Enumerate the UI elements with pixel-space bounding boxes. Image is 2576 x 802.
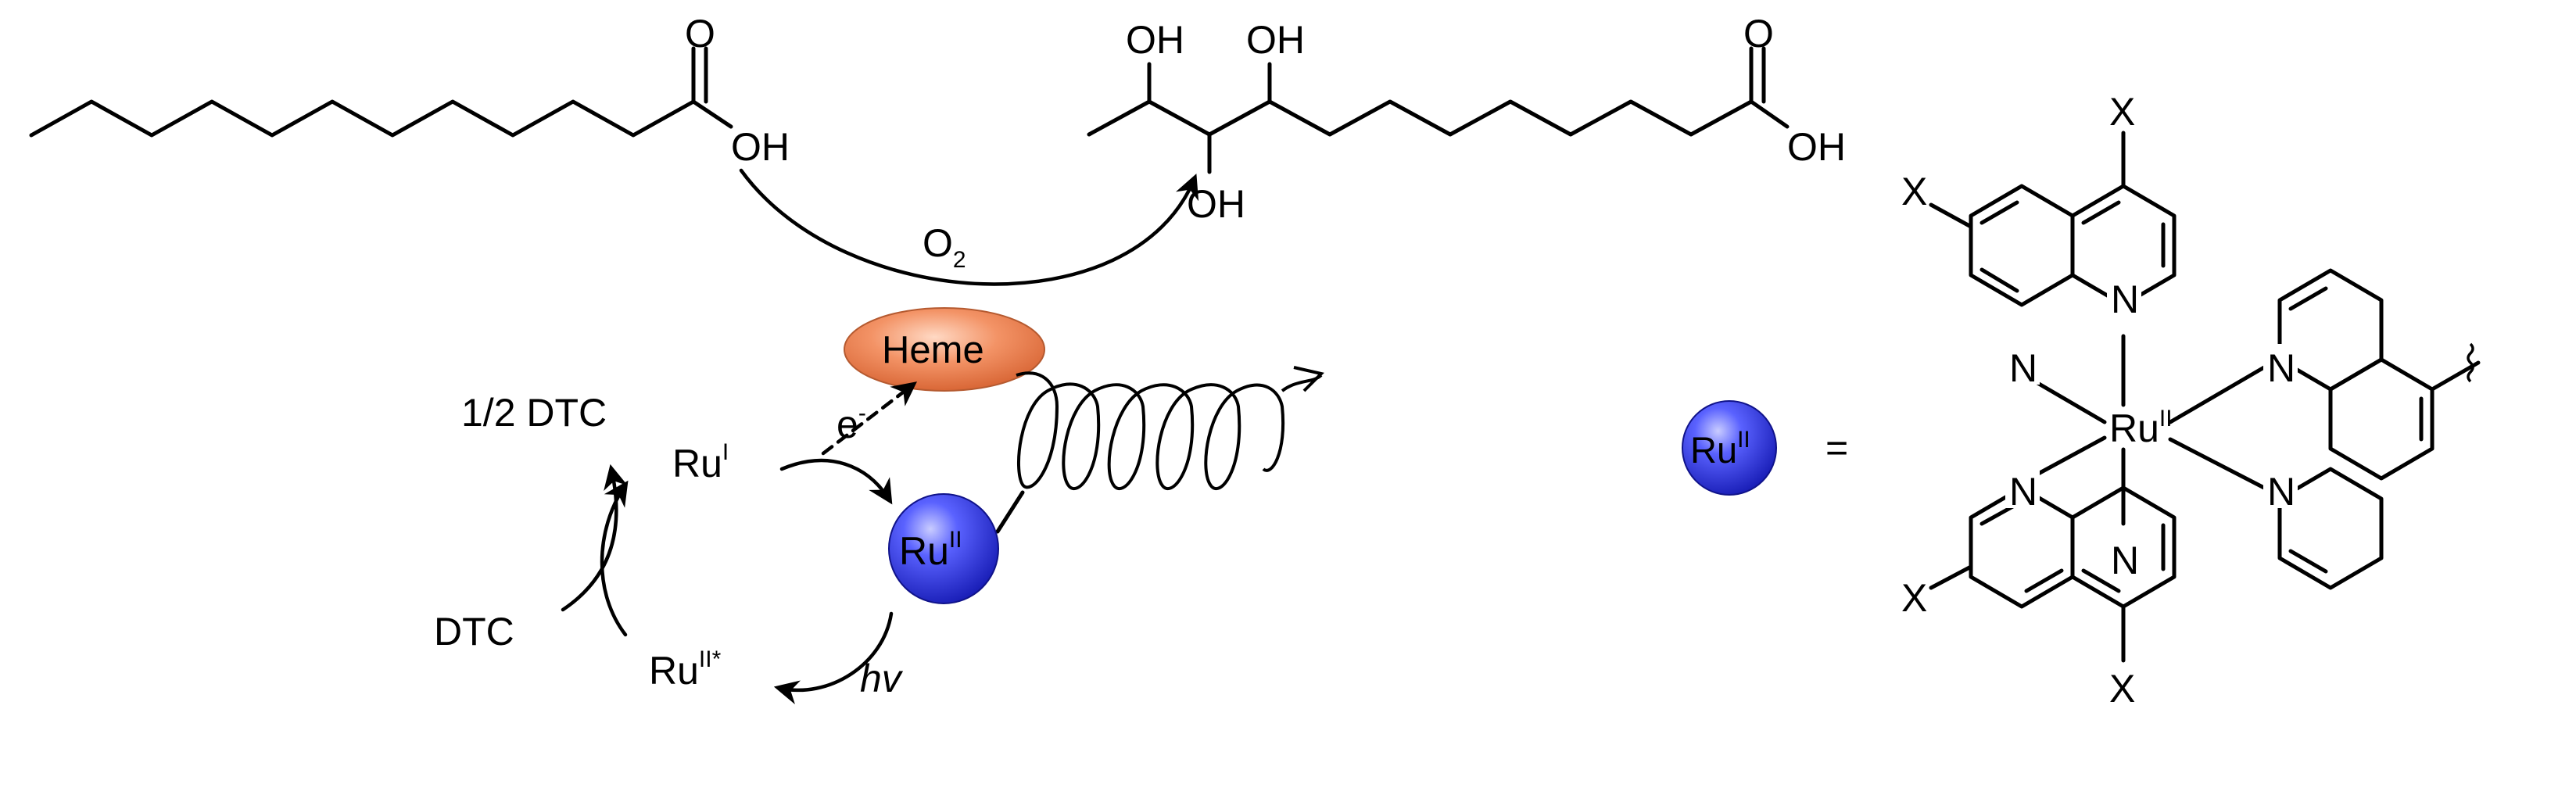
nitrogen-2: N [2009,346,2037,390]
ru-n-bond-lower-right [2168,437,2266,490]
photocycle: 1/2 DTC RuI DTC RuII* hv [434,391,904,705]
dtc-label: DTC [434,610,514,653]
electron-label: e- [837,400,866,446]
helix-coil [1016,371,1285,491]
n2-bg [2005,344,2040,385]
key-ru-label: RuII [1690,427,1750,471]
attachment-point [2467,342,2474,383]
product-chain [1087,99,1754,137]
dbl-d [1979,267,2019,293]
n4-bg [2107,536,2141,577]
x-substituent-left-lower: X [1901,576,1927,620]
dbl-c [1979,200,2019,225]
nitrogen-3: N [2009,470,2037,514]
carbonyl-oxygen: O [685,12,715,55]
dbl-i [2288,286,2328,311]
metal-center: RuII [2109,406,2173,450]
n3-bg [2005,467,2040,508]
x-bond-left-upper [1929,202,1973,229]
x-substituent-top: X [2109,90,2135,134]
electron-transfer: e- [821,381,918,456]
hydroxylated-product: OH OH OH O OH [1087,12,1846,226]
hydroxyl-c3: OH [1246,18,1305,62]
ru-key: RuII = [1682,400,1848,496]
oxygen-label: O2 [923,221,966,273]
dbl-f [2024,568,2064,593]
heme-label: Heme [882,329,984,371]
protein-helix [995,366,1324,534]
n6-bg [2263,467,2298,508]
light-label: hv [860,657,904,700]
curved-arrow [739,168,1199,286]
ru-complex-structure: RuII X [1901,90,2481,711]
electron-dashed-arrow [821,381,918,456]
phen-middle-ring [2328,357,2434,481]
phen-lower-ring [2277,467,2384,590]
nitrogen-6: N [2267,470,2295,514]
hydroxyl-label: OH [731,125,790,169]
oxidation-arrow: O2 [739,168,1199,286]
ru-sphere [888,493,999,604]
helix-end [1293,366,1324,392]
hydroxyl-c2: OH [1187,182,1245,226]
hydroxyl-bond [691,99,733,129]
alkyl-chain [29,99,696,138]
dbl-h [2081,568,2121,593]
key-ru-sphere [1682,400,1777,496]
phen-linker-bond [2430,360,2481,392]
ru-i-label: RuI [672,439,729,485]
hydroxyl-c1: OH [1126,18,1184,62]
lauric-acid: O OH [29,12,790,169]
equals-sign: = [1825,426,1848,470]
ru-sphere-label: RuII [899,527,962,573]
ru-i-to-ru-ii-arrow [779,458,893,505]
ru-ii-star-label: RuII* [649,646,722,693]
nitrogen-1: N [2111,277,2139,321]
ru-linker [995,490,1025,534]
half-dtc-label: 1/2 DTC [461,391,607,435]
dbl-k [2288,549,2328,574]
dbl-a [2081,200,2121,225]
dtc-oxidation-arrow [561,464,628,612]
product-carbonyl-oxygen: O [1743,12,1774,55]
ru-photosensitizer: RuII [888,493,999,604]
nitrogen-5: N [2267,346,2295,390]
excitation-arrow [773,611,894,705]
n5-bg [2263,344,2298,385]
nitrogen-4: N [2111,539,2139,582]
bpy-upper-left-ring [1969,184,2075,307]
x-substituent-bottom: X [2109,667,2135,711]
x-substituent-left-upper: X [1901,170,1927,213]
x-bond-left-lower [1929,564,1973,590]
product-hydroxyl-bond [1749,99,1790,129]
ru-n-bond-upper-right [2168,365,2266,424]
heme-group: Heme [844,307,1045,392]
ru-star-to-ru-i-arrow [600,480,629,637]
product-hydroxyl: OH [1787,125,1846,169]
n1-bg [2107,275,2141,316]
heme-ellipse [844,307,1045,392]
